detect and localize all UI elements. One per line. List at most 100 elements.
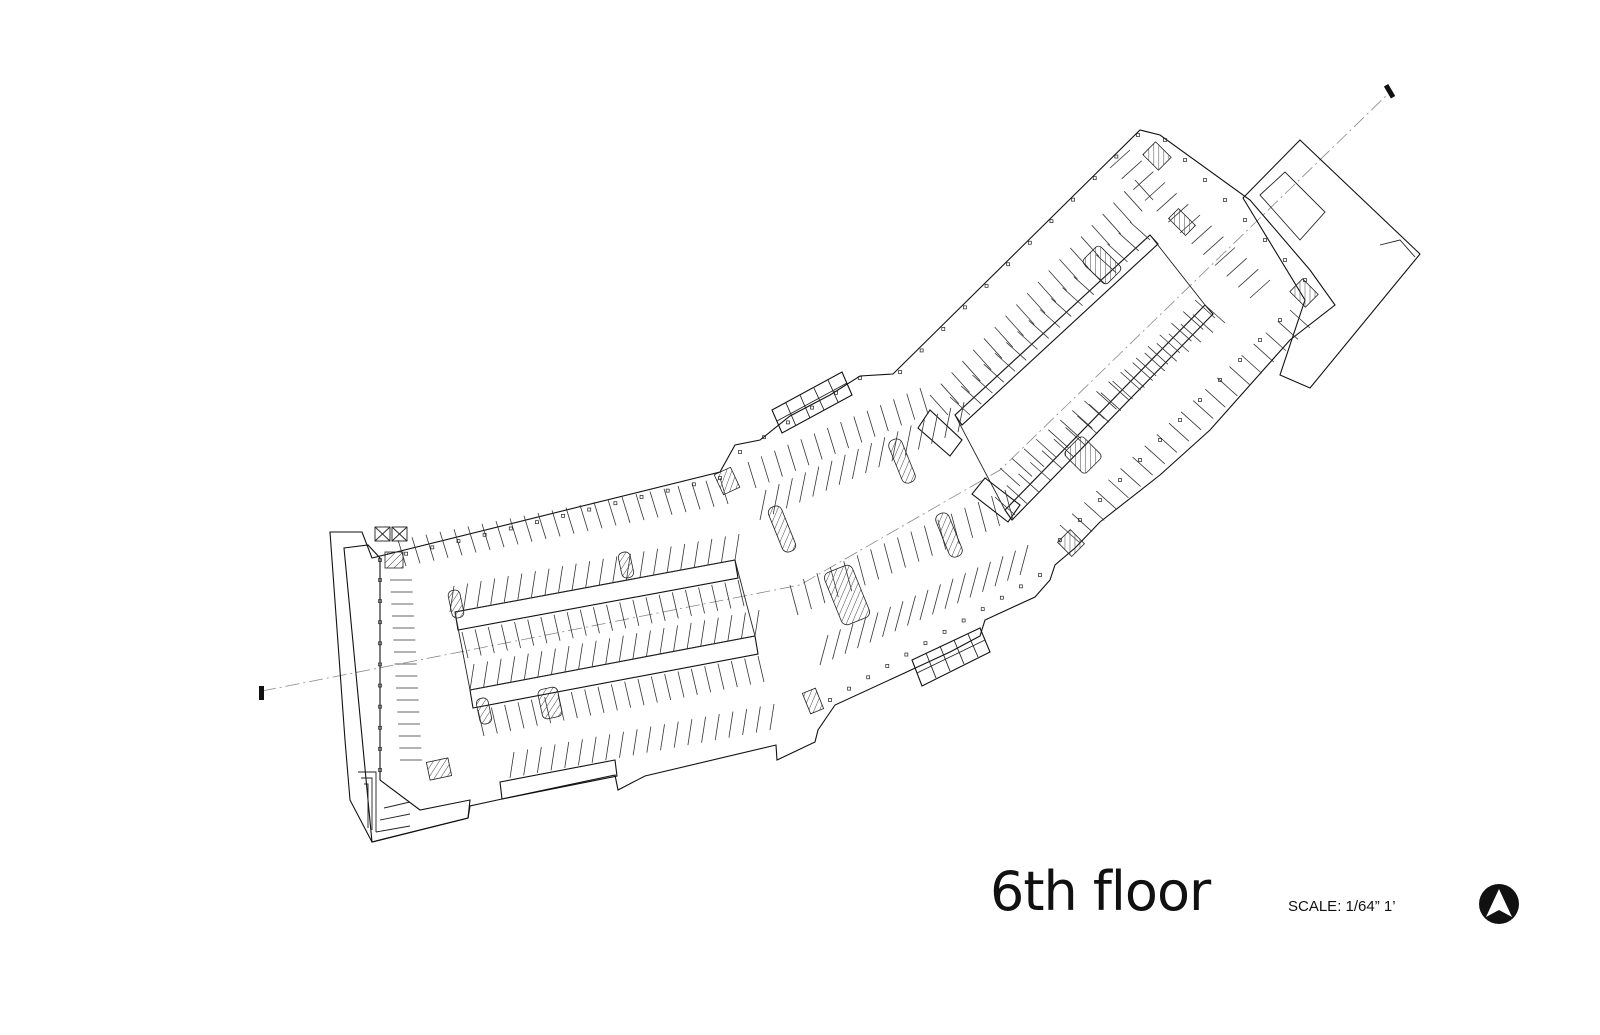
stall-line	[1107, 243, 1128, 263]
stall-line	[487, 626, 495, 654]
east-annex-inner	[1259, 171, 1326, 241]
column-marker	[665, 488, 670, 493]
stall-line	[1265, 332, 1287, 351]
column-marker	[1163, 138, 1167, 142]
stall-line	[786, 478, 793, 509]
stall-line	[742, 708, 748, 736]
stall-line	[523, 749, 529, 776]
stall-line	[1007, 550, 1016, 581]
stall-line	[983, 338, 1003, 359]
column-marker	[980, 607, 985, 611]
stall-line	[551, 510, 561, 537]
stall-line	[1171, 322, 1192, 342]
stall-line	[1217, 377, 1238, 397]
stall-line	[658, 594, 666, 621]
stall-line	[591, 736, 597, 763]
stall-line	[1088, 403, 1110, 423]
stall-line	[1156, 343, 1178, 362]
column-marker	[1178, 418, 1182, 422]
stall-line	[1118, 232, 1140, 252]
column-marker	[898, 370, 902, 374]
stall-line	[1144, 445, 1166, 465]
stall-line	[737, 579, 745, 607]
stall-line	[564, 741, 570, 768]
stall-line	[816, 573, 826, 604]
stall-line	[1096, 490, 1117, 510]
column-marker	[587, 507, 592, 512]
stall-line	[1062, 287, 1083, 306]
stall-line	[1011, 458, 1033, 477]
stall-line	[693, 541, 699, 568]
column-marker	[786, 420, 790, 425]
stall-line	[878, 437, 886, 468]
stall-line	[1159, 334, 1180, 354]
stall-line	[564, 645, 570, 673]
stall-line	[906, 393, 916, 420]
column-marker	[1027, 240, 1032, 245]
stall-line	[856, 555, 866, 586]
stall-line	[503, 576, 509, 603]
stall-line	[969, 567, 979, 598]
stall-line	[1037, 281, 1057, 303]
column-marker	[535, 520, 539, 525]
stall-line	[619, 731, 624, 758]
stall-line	[800, 439, 810, 466]
column-marker	[1138, 458, 1142, 462]
column-marker	[942, 629, 947, 634]
stall-line	[866, 410, 876, 437]
stall-line	[819, 634, 829, 666]
stall-line	[536, 746, 542, 774]
column-marker	[378, 599, 382, 603]
stall-line	[476, 580, 482, 608]
elevator-1	[374, 526, 391, 542]
parking-stalls	[390, 149, 1311, 779]
stall-line	[646, 726, 652, 753]
stall-line	[565, 507, 575, 534]
stall-line	[1156, 193, 1177, 212]
stall-line	[496, 658, 502, 685]
stall-line	[1182, 311, 1204, 330]
stall-line	[610, 684, 618, 711]
column-marker	[984, 283, 989, 288]
stall-line	[865, 442, 872, 474]
column-marker	[718, 476, 722, 480]
stall-line	[1005, 315, 1024, 337]
stall-line	[1091, 224, 1111, 246]
stall-line	[1135, 357, 1157, 377]
stall-line	[593, 607, 600, 634]
stall-line	[1204, 388, 1226, 408]
stall-line	[517, 702, 525, 729]
stall-line	[1123, 191, 1143, 212]
stall-line	[645, 597, 653, 624]
stall-line	[537, 651, 543, 678]
stall-line	[659, 627, 665, 655]
stall-line	[1004, 489, 1014, 521]
stall-line	[1028, 320, 1050, 339]
stall-line	[1124, 369, 1145, 388]
east-ramp-island-upper	[954, 234, 1159, 426]
column-marker	[1278, 318, 1282, 322]
stall-line	[481, 523, 491, 550]
stall-line	[639, 551, 645, 578]
north-arrow-icon	[1479, 884, 1519, 924]
stall-line	[999, 467, 1021, 487]
stall-line	[869, 612, 879, 643]
stall-line	[686, 622, 692, 649]
stall-line	[832, 629, 841, 660]
stall-line	[490, 578, 496, 605]
stall-line	[527, 619, 535, 646]
stall-line	[919, 387, 929, 415]
column-marker	[1243, 218, 1247, 222]
column-marker	[923, 641, 928, 646]
stall-line	[1113, 202, 1132, 223]
column-marker	[1303, 278, 1307, 282]
west-stair	[358, 771, 411, 833]
column-marker	[1019, 584, 1023, 589]
stall-line	[1006, 485, 1028, 504]
stall-line	[744, 658, 752, 685]
stall-line	[605, 638, 611, 665]
stall-line	[673, 721, 679, 748]
stall-line	[1048, 270, 1067, 291]
stall-line	[504, 704, 512, 731]
